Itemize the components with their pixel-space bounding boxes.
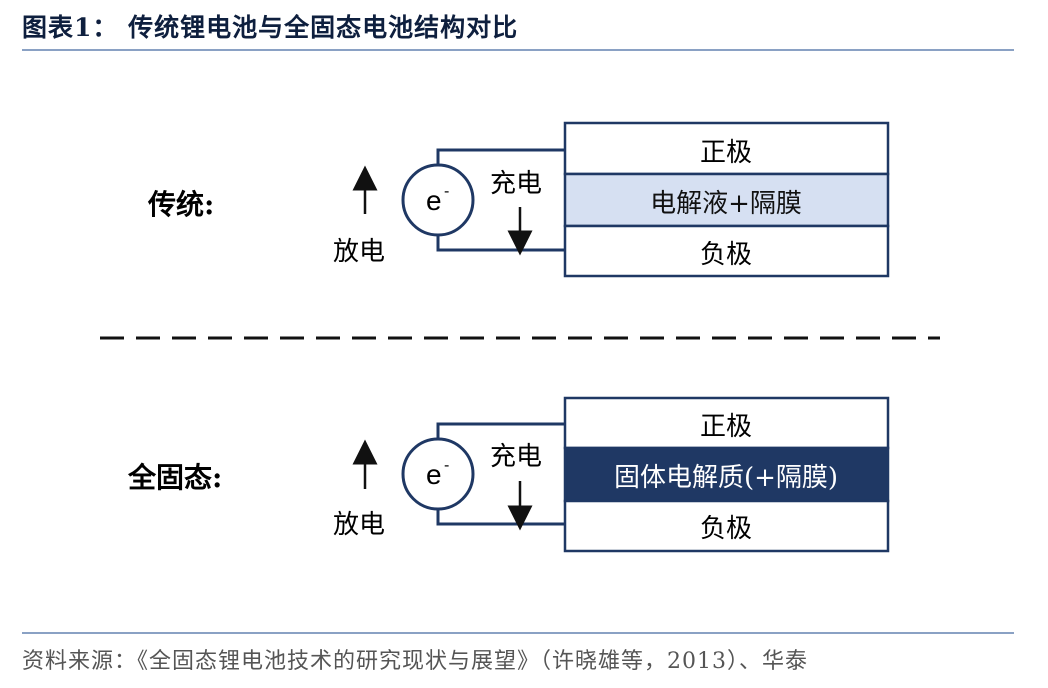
discharge-label: 放电 (333, 237, 385, 267)
electrolyte-label: 电解液+隔膜 (650, 189, 802, 219)
source-note: 资料来源：《全固态锂电池技术的研究现状与展望》（许晓雄等，2013）、华泰 (22, 649, 808, 674)
cathode-label: 正极 (700, 138, 752, 168)
wire-top (436, 422, 565, 439)
wire-top (436, 148, 565, 165)
traditional-label: 传统: (147, 188, 214, 221)
anode-layer (563, 224, 890, 278)
wire-bottom (436, 235, 565, 252)
electrolyte-layer (563, 172, 890, 228)
charge-label: 充电 (490, 169, 542, 199)
cathode-label: 正极 (700, 412, 752, 442)
wire-bottom (436, 509, 565, 526)
charge-label: 充电 (490, 442, 542, 472)
discharge-label: 放电 (333, 510, 385, 540)
figure-title: 图表1： 传统锂电池与全固态电池结构对比 (22, 13, 519, 42)
solid-electrolyte-layer (563, 446, 890, 503)
footer-rule (22, 632, 1014, 634)
electron-label: e (426, 185, 442, 216)
traditional-diagram: 传统: 放电 e - 充电 正极 电解液+隔膜 负极 (147, 121, 890, 278)
solid-state-label: 全固态: (127, 461, 222, 494)
anode-label: 负极 (700, 240, 752, 270)
title-rule (22, 49, 1014, 51)
solid-state-diagram: 全固态: 放电 e - 充电 正极 固体电解质(+隔膜) 负极 (127, 396, 890, 553)
cathode-layer (563, 121, 890, 176)
electron-sup: - (444, 457, 449, 474)
electron-sup: - (444, 183, 449, 200)
cathode-layer (563, 396, 890, 450)
electron-label: e (426, 459, 442, 490)
anode-layer (563, 499, 890, 553)
solid-electrolyte-label: 固体电解质(+隔膜) (614, 463, 838, 493)
anode-label: 负极 (700, 514, 752, 544)
